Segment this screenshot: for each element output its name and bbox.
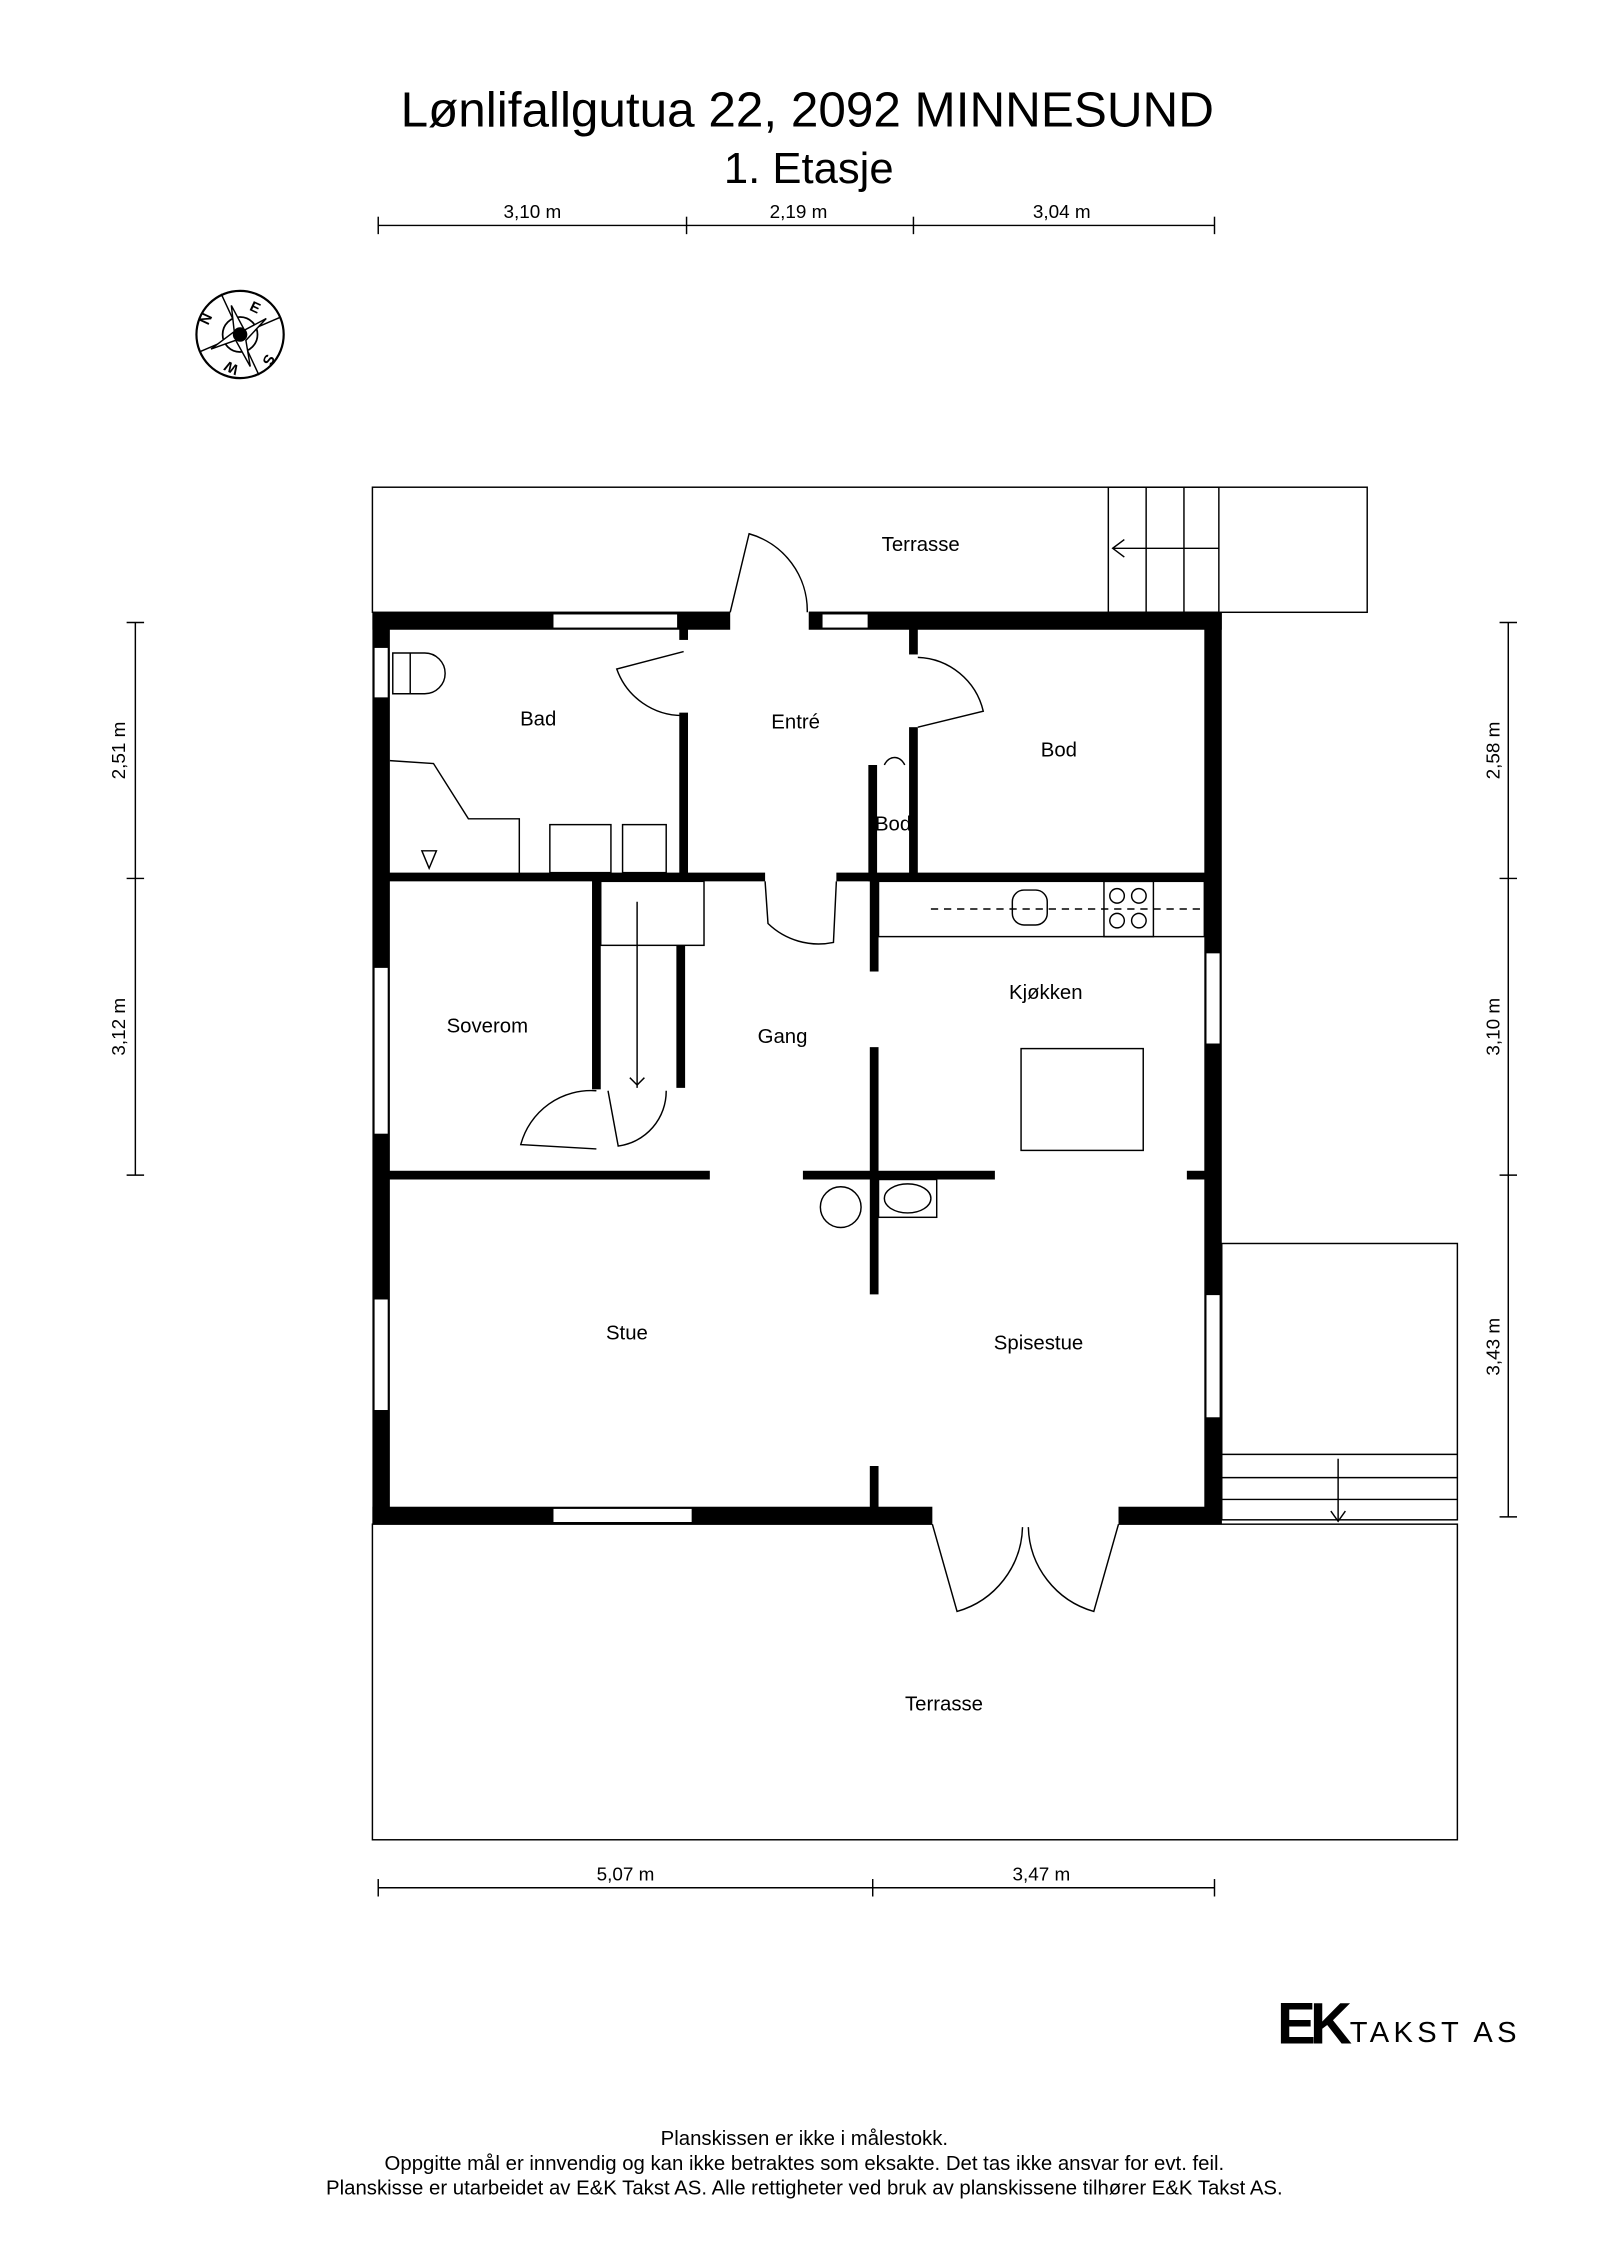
dim-label: 3,12 m bbox=[109, 998, 130, 1056]
logo-text: TAKST AS bbox=[1350, 2017, 1521, 2049]
room-label-kjokken: Kjøkken bbox=[1009, 982, 1083, 1004]
room-label-terrasse: Terrasse bbox=[882, 534, 960, 556]
exterior-walls bbox=[372, 612, 1222, 1525]
room-label-spisestue: Spisestue bbox=[994, 1333, 1083, 1355]
compass-letter: W bbox=[222, 357, 241, 377]
room-label-bod: Bod bbox=[1041, 739, 1077, 761]
dim-label: 2,51 m bbox=[109, 722, 130, 780]
footer-line: Oppgitte mål er innvendig og kan ikke be… bbox=[385, 2153, 1225, 2175]
dimension-top: 3,10 m 2,19 m 3,04 m bbox=[377, 202, 1216, 235]
footer-line: Planskisse er utarbeidet av E&K Takst AS… bbox=[326, 2178, 1283, 2200]
dim-label: 3,43 m bbox=[1484, 1318, 1505, 1376]
room-label-bod-small: Bod bbox=[875, 813, 911, 835]
room-label-gang: Gang bbox=[758, 1026, 808, 1048]
dim-label: 3,10 m bbox=[504, 202, 562, 223]
fixtures bbox=[389, 652, 1206, 1229]
dim-label: 5,07 m bbox=[597, 1865, 655, 1886]
room-label-terrasse-bottom: Terrasse bbox=[905, 1693, 983, 1715]
compass-letter: N bbox=[197, 311, 216, 327]
terrace-top bbox=[371, 486, 1368, 614]
dim-label: 2,58 m bbox=[1484, 722, 1505, 780]
floor-subtitle: 1. Etasje bbox=[724, 145, 894, 193]
stairs-top bbox=[1107, 486, 1220, 614]
kitchen-island bbox=[1020, 1047, 1144, 1152]
dimension-right: 2,58 m 3,10 m 3,43 m bbox=[1484, 621, 1518, 1518]
windows bbox=[373, 610, 1222, 1526]
interior-walls bbox=[381, 622, 1214, 1510]
room-label-entre: Entré bbox=[771, 712, 820, 734]
doors bbox=[519, 532, 1120, 1613]
room-label-soverom: Soverom bbox=[447, 1016, 528, 1038]
dimension-bottom: 5,07 m 3,47 m bbox=[377, 1865, 1216, 1897]
room-label-bad: Bad bbox=[520, 709, 556, 731]
dim-label: 3,10 m bbox=[1484, 998, 1505, 1056]
dim-label: 3,04 m bbox=[1033, 202, 1091, 223]
company-logo: EK TAKST AS bbox=[1277, 1991, 1521, 2056]
compass-letter: S bbox=[258, 352, 277, 368]
footer-line: Planskissen er ikke i målestokk. bbox=[661, 2128, 948, 2150]
dim-label: 3,47 m bbox=[1013, 1865, 1071, 1886]
compass-letter: E bbox=[247, 299, 263, 318]
terrace-bottom bbox=[371, 1523, 1459, 1841]
logo-mark: EK bbox=[1277, 1991, 1352, 2056]
stairs-right bbox=[1221, 1453, 1458, 1523]
room-label-stue: Stue bbox=[606, 1322, 648, 1344]
compass-rose-icon: N E S W bbox=[195, 289, 285, 380]
dim-label: 2,19 m bbox=[770, 202, 828, 223]
page-title: Lønlifallgutua 22, 2092 MINNESUND bbox=[401, 83, 1214, 138]
dimension-left: 2,51 m 3,12 m bbox=[109, 621, 145, 1176]
